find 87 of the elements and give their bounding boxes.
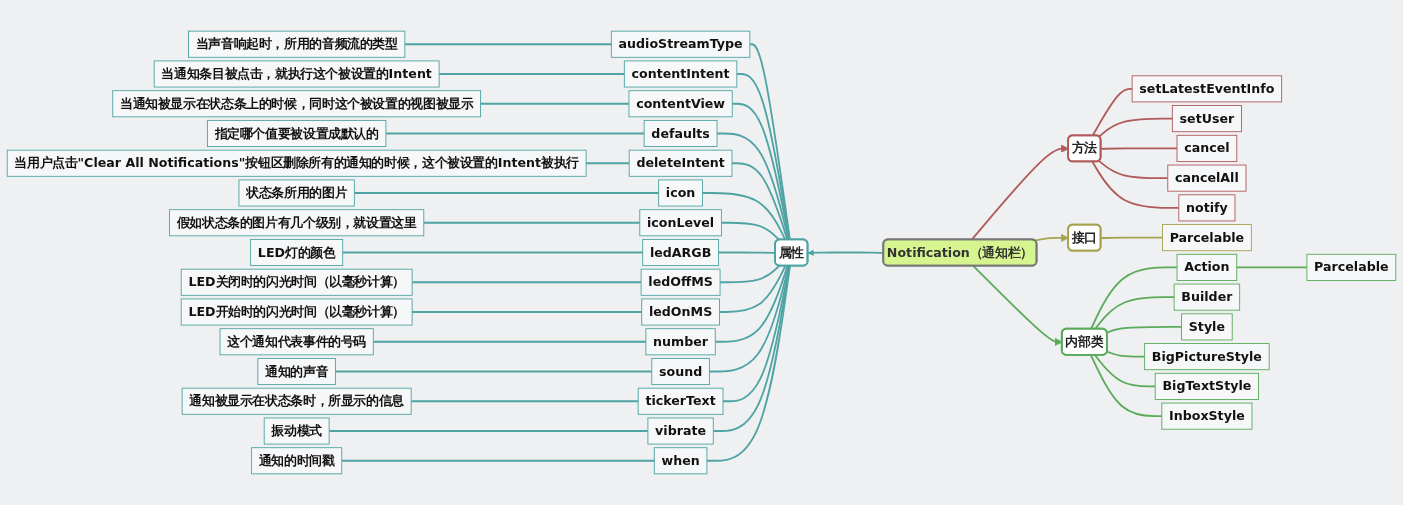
- connector-line: [411, 281, 642, 284]
- topic-box: number: [645, 328, 716, 356]
- topic-box: 当用户点击"Clear All Notifications"按钮区删除所有的通知的时候，这个被设置的Intent被执行: [6, 149, 587, 177]
- connector-line: [438, 73, 626, 75]
- connector-line: [1094, 354, 1157, 388]
- connector-line: [712, 265, 791, 432]
- connector-line: [701, 192, 787, 241]
- branch-topic-box: 内部类: [1060, 327, 1108, 356]
- connector-line: [714, 265, 789, 343]
- connector-line: [1100, 147, 1178, 150]
- connector-line: [1106, 326, 1183, 334]
- topic-box: LED关闭时的闪光时间（以毫秒计算）: [180, 268, 413, 296]
- connector-line: [334, 370, 653, 373]
- topic-box: cancelAll: [1167, 164, 1247, 192]
- topic-box: ledARGB: [642, 239, 719, 266]
- topic-box: ledOnMS: [641, 298, 720, 326]
- connector-line: [328, 430, 649, 432]
- topic-box: deleteIntent: [628, 149, 733, 177]
- topic-box: iconLevel: [639, 209, 722, 237]
- connector-line: [372, 340, 647, 343]
- topic-box: 通知的时间戳: [251, 447, 343, 475]
- topic-box: Parcelable: [1162, 224, 1252, 252]
- connector-line: [1098, 160, 1169, 179]
- connector-line: [748, 43, 791, 241]
- topic-box: cancel: [1176, 134, 1238, 162]
- topic-box: notify: [1178, 194, 1236, 222]
- connector-line: [731, 162, 789, 241]
- connector-line: [353, 192, 660, 194]
- connector-line: [1106, 350, 1146, 358]
- topic-box: 当声音响起时，所用的音频流的类型: [188, 30, 406, 58]
- topic-box: ledOffMS: [640, 268, 721, 296]
- topic-box: 通知的声音: [257, 358, 336, 386]
- connector-line: [708, 265, 790, 373]
- branch-topic-box: 方法: [1067, 134, 1102, 163]
- connector-line: [341, 251, 644, 254]
- connector-line: [585, 162, 631, 165]
- topic-box: contentView: [628, 90, 733, 118]
- connector-line: [1033, 233, 1069, 242]
- topic-box: 通知被显示在状态条时，所显示的信息: [181, 387, 412, 415]
- topic-box: 当通知条目被点击，就执行这个被设置的Intent: [153, 60, 440, 88]
- topic-box: 振动模式: [263, 417, 330, 445]
- topic-box: audioStreamType: [610, 30, 751, 58]
- topic-box: when: [653, 447, 708, 475]
- connector-line: [716, 132, 790, 241]
- connector-line: [1235, 266, 1308, 269]
- topic-box: BigPictureStyle: [1144, 343, 1270, 371]
- connector-line: [1091, 161, 1180, 209]
- branch-topic-box: 接口: [1067, 223, 1102, 252]
- connector-line: [718, 265, 787, 313]
- topic-box: vibrate: [647, 417, 714, 445]
- topic-box: 这个通知代表事件的号码: [219, 328, 374, 356]
- topic-box: InboxStyle: [1161, 402, 1253, 430]
- topic-box: icon: [658, 179, 703, 207]
- connector-line: [706, 265, 791, 462]
- topic-box: LED开始时的闪光时间（以毫秒计算）: [180, 298, 413, 326]
- connector-line: [1100, 236, 1164, 239]
- central-topic-box: Notification（通知栏）: [882, 238, 1038, 267]
- topic-box: Parcelable: [1306, 253, 1397, 281]
- topic-box: 假如状态条的图片有几个级别，就设置这里: [169, 209, 425, 237]
- topic-box: Style: [1181, 313, 1233, 341]
- topic-box: 状态条所用的图片: [238, 179, 355, 207]
- topic-box: tickerText: [637, 387, 724, 415]
- connector-line: [422, 221, 641, 224]
- topic-box: BigTextStyle: [1154, 372, 1259, 400]
- connector-line: [719, 265, 781, 284]
- topic-box: 指定哪个值要被设置成默认的: [206, 119, 387, 147]
- connector-line: [1090, 354, 1163, 418]
- topic-box: defaults: [643, 119, 718, 147]
- connector-line: [1091, 87, 1134, 137]
- connector-line: [410, 400, 640, 403]
- topic-box: Builder: [1173, 283, 1241, 311]
- connector-line: [479, 102, 630, 105]
- connector-line: [385, 132, 646, 135]
- connector-line: [403, 43, 613, 46]
- connector-line: [720, 221, 781, 241]
- connector-line: [970, 144, 1069, 241]
- topic-box: Action: [1176, 253, 1238, 281]
- connector-line: [1098, 117, 1174, 138]
- topic-box: 当通知被显示在状态条上的时候，同时这个被设置的视图被显示: [112, 90, 482, 118]
- topic-box: sound: [651, 358, 710, 386]
- branch-topic-box: 属性: [774, 238, 809, 267]
- topic-box: contentIntent: [623, 60, 738, 88]
- connector-line: [340, 459, 656, 462]
- topic-box: setLatestEventInfo: [1131, 75, 1283, 103]
- topic-box: LED灯的颜色: [250, 239, 344, 266]
- topic-box: setUser: [1171, 105, 1242, 133]
- connector-line: [411, 311, 643, 313]
